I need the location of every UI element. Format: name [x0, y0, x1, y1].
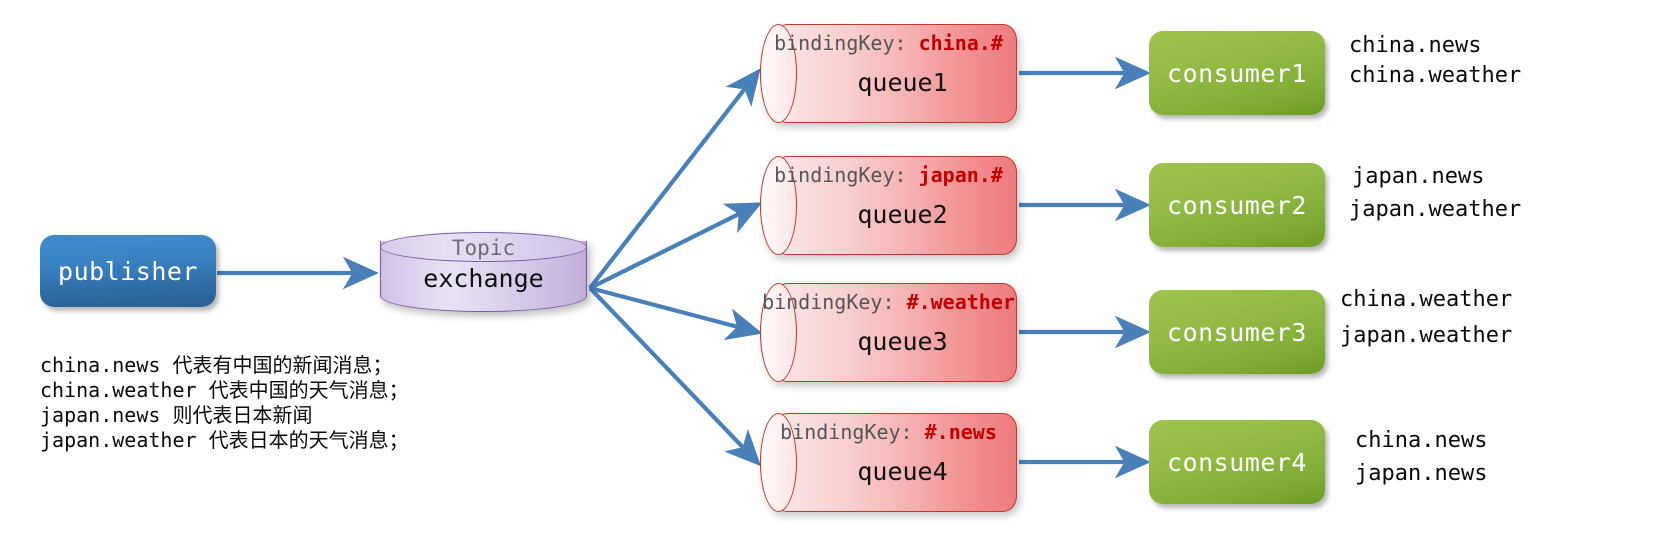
legend-line-3: japan.news 则代表日本新闻 — [40, 403, 313, 427]
legend-line-2: china.weather 代表中国的天气消息； — [40, 378, 409, 402]
queue-binding-key-3: bindingKey: #.weather — [760, 290, 1017, 314]
routing-key-consumer3-a: china.weather — [1340, 287, 1513, 312]
exchange-label: exchange — [423, 264, 544, 293]
routing-key-consumer4-a: china.news — [1355, 428, 1488, 453]
binding-key-prefix: bindingKey: — [762, 290, 907, 314]
queue-label-2: queue2 — [857, 200, 948, 229]
exchange-node[interactable]: Topic exchange — [380, 232, 587, 312]
binding-key-value: #.news — [924, 420, 997, 444]
routing-key-consumer2-a: japan.news — [1352, 164, 1485, 189]
binding-key-prefix: bindingKey: — [774, 163, 919, 187]
binding-key-prefix: bindingKey: — [774, 31, 919, 55]
binding-key-value: #.weather — [906, 290, 1015, 314]
queue-binding-key-1: bindingKey: china.# — [760, 31, 1017, 55]
queue-binding-key-4: bindingKey: #.news — [760, 420, 1017, 444]
consumer-label-4: consumer4 — [1167, 447, 1307, 477]
queue-node-1[interactable]: bindingKey: china.# queue1 — [760, 24, 1017, 123]
exchange-cylinder-top — [380, 232, 587, 262]
routing-key-consumer1-a: china.news — [1349, 33, 1482, 58]
routing-key-consumer3-b: japan.weather — [1340, 323, 1513, 348]
queue-cylinder-cap — [760, 24, 797, 123]
arrow-exchange-to-queue3 — [589, 285, 763, 341]
queue-node-2[interactable]: bindingKey: japan.# queue2 — [760, 156, 1017, 255]
queue-cylinder-cap — [760, 283, 797, 382]
legend-line-4: japan.weather 代表日本的天气消息； — [40, 428, 409, 452]
publisher-node[interactable]: publisher — [40, 235, 216, 307]
consumer-node-1[interactable]: consumer1 — [1149, 31, 1325, 115]
queue-label-3: queue3 — [857, 327, 948, 356]
queue-label-1: queue1 — [857, 68, 948, 97]
binding-key-value: china.# — [918, 31, 1003, 55]
arrow-exchange-to-queue2 — [589, 202, 763, 290]
consumer-node-3[interactable]: consumer3 — [1149, 290, 1325, 374]
consumer-node-2[interactable]: consumer2 — [1149, 163, 1325, 247]
legend-line-1: china.news 代表有中国的新闻消息； — [40, 353, 393, 377]
exchange-type-label: Topic — [451, 236, 516, 260]
consumer-label-1: consumer1 — [1167, 58, 1307, 88]
queue-cylinder-cap — [760, 156, 797, 255]
consumer-label-3: consumer3 — [1167, 317, 1307, 347]
consumer-node-4[interactable]: consumer4 — [1149, 420, 1325, 504]
legend: china.news 代表有中国的新闻消息； china.weather 代表中… — [40, 353, 409, 453]
queue-cylinder-cap — [760, 413, 797, 512]
queue-label-4: queue4 — [857, 457, 948, 486]
binding-key-prefix: bindingKey: — [780, 420, 925, 444]
publisher-label: publisher — [58, 256, 198, 286]
routing-key-consumer2-b: japan.weather — [1349, 197, 1522, 222]
arrow-exchange-to-queue4 — [588, 286, 762, 467]
consumer-label-2: consumer2 — [1167, 190, 1307, 220]
queue-cylinder-body — [760, 413, 1017, 512]
routing-key-consumer1-b: china.weather — [1349, 63, 1522, 88]
routing-key-consumer4-b: japan.news — [1355, 461, 1488, 486]
queue-cylinder-body — [760, 24, 1017, 123]
queue-node-4[interactable]: bindingKey: #.news queue4 — [760, 413, 1017, 512]
queue-node-3[interactable]: bindingKey: #.weather queue3 — [760, 283, 1017, 382]
arrow-exchange-to-queue1 — [588, 68, 761, 290]
queue-binding-key-2: bindingKey: japan.# — [760, 163, 1017, 187]
binding-key-value: japan.# — [918, 163, 1003, 187]
